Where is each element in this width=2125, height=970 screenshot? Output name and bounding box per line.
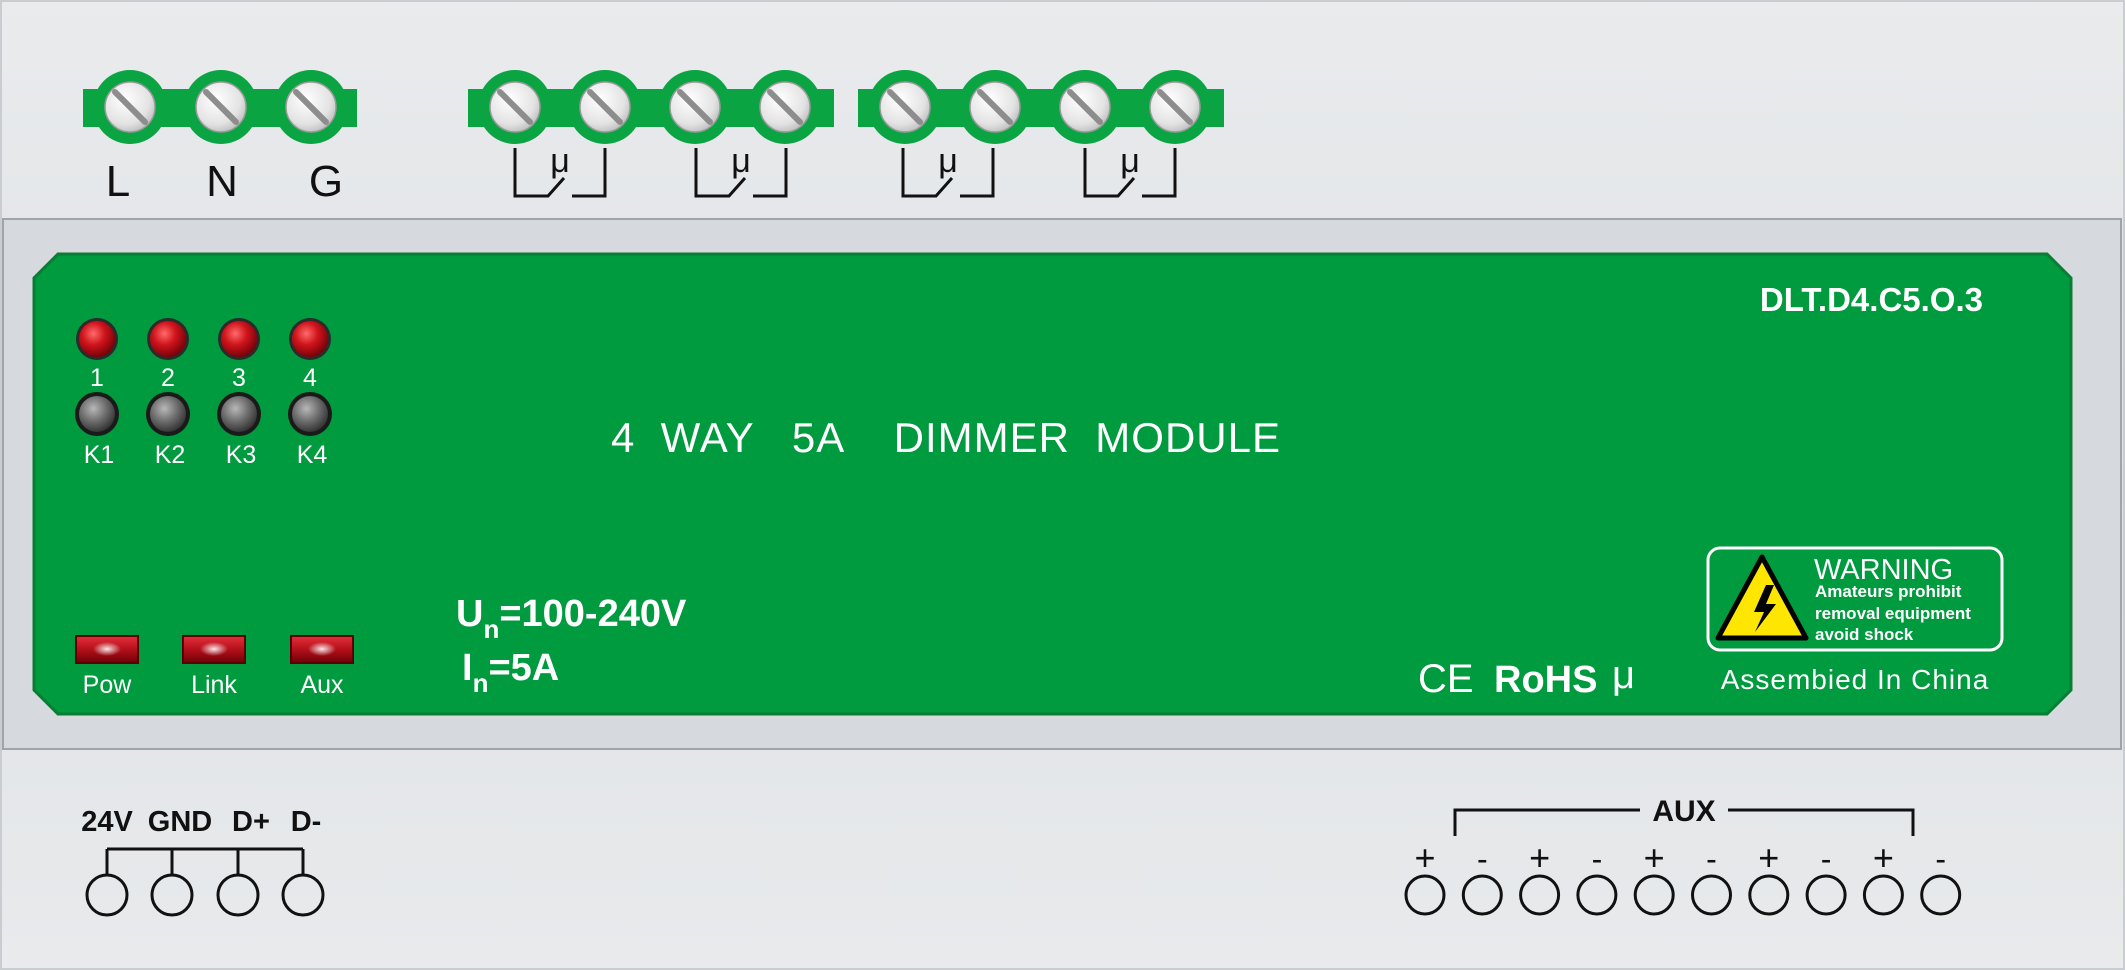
green-panel: [32, 252, 2073, 716]
cert-mark: μ: [1612, 653, 1635, 697]
terminal-label-g: G: [309, 157, 343, 206]
channel-led-label: 2: [161, 364, 175, 392]
warning-frame: [1706, 546, 2004, 652]
channel-led-group: 1 2 3 4K1 K2 K3 K4: [75, 318, 332, 469]
relay-terminal-b-screw-3-icon[interactable]: [1048, 70, 1122, 144]
status-led-link: [182, 635, 246, 664]
status-led-label: Link: [191, 671, 237, 699]
high-voltage-warning-icon: [1715, 554, 1809, 641]
bus-terminal-1[interactable]: [85, 873, 129, 917]
key-button-k1[interactable]: [75, 392, 119, 436]
status-led-label: Aux: [300, 671, 344, 699]
relay-symbol-label: μ: [938, 142, 958, 180]
aux-terminal-4[interactable]: [1576, 874, 1618, 916]
status-led-pow: [75, 635, 139, 664]
aux-terminal-9[interactable]: [1862, 874, 1904, 916]
aux-polarity-label: -: [1821, 841, 1832, 877]
relay-contact-2-icon: μ: [694, 142, 788, 198]
channel-led-label: 1: [90, 364, 104, 392]
bus-terminal-4[interactable]: [281, 873, 325, 917]
aux-polarity-label: +: [1529, 837, 1550, 878]
relay-contact-1-icon: μ: [513, 142, 607, 198]
aux-polarity-label: +: [1758, 837, 1779, 878]
aux-polarity-label: +: [1873, 837, 1894, 878]
aux-terminal-6[interactable]: [1691, 874, 1732, 916]
terminal-label-n: N: [206, 157, 238, 206]
model-number: DLT.D4.C5.O.3: [1760, 281, 1983, 318]
aux-polarity-label: -: [1935, 841, 1946, 877]
aux-terminal-5[interactable]: [1633, 874, 1675, 916]
channel-led-label: 3: [232, 364, 246, 392]
warning-line-2: removal equipment: [1815, 604, 1971, 623]
bus-terminal-2[interactable]: [150, 873, 194, 917]
power-terminal-screw-3-icon[interactable]: [274, 70, 348, 144]
status-led-aux: [290, 635, 354, 664]
channel-led-1: [76, 318, 118, 360]
key-button-k4[interactable]: [288, 392, 332, 436]
relay-terminal-b-screw-1-icon[interactable]: [868, 70, 942, 144]
status-led-group: Pow Link Aux: [75, 635, 354, 699]
ce-mark: CE: [1418, 657, 1474, 701]
key-button-k3[interactable]: [217, 392, 261, 436]
aux-terminal-7[interactable]: [1748, 874, 1790, 916]
power-terminal-block: [83, 70, 357, 144]
relay-terminal-blocks: [468, 70, 1224, 144]
warning-line-3: avoid shock: [1815, 625, 1914, 644]
key-button-label: K2: [155, 441, 186, 469]
aux-terminal-3[interactable]: [1519, 874, 1561, 916]
aux-terminal-8[interactable]: [1805, 874, 1847, 916]
relay-terminal-a-screw-2-icon[interactable]: [568, 70, 642, 144]
channel-led-4: [289, 318, 331, 360]
bus-terminal-block: 24V GND D+ D-: [81, 806, 325, 917]
relay-terminal-a-screw-1-icon[interactable]: [478, 70, 552, 144]
bus-label-24v: 24V: [81, 806, 133, 838]
aux-terminal-2[interactable]: [1461, 874, 1503, 916]
relay-terminal-a-screw-4-icon[interactable]: [748, 70, 822, 144]
aux-terminal-10[interactable]: [1920, 874, 1962, 916]
bus-label-gnd: GND: [148, 806, 212, 838]
relay-terminal-b-screw-2-icon[interactable]: [958, 70, 1032, 144]
relay-terminal-b-screw-4-icon[interactable]: [1138, 70, 1212, 144]
aux-polarity-label: -: [1477, 841, 1488, 877]
bus-label-d-minus: D-: [291, 806, 322, 838]
warning-line-1: Amateurs prohibit: [1815, 582, 1962, 601]
power-terminal-screw-1-icon[interactable]: [93, 70, 167, 144]
assembled-in-label: Assembied In China: [1721, 664, 1990, 695]
warning-label: WARNING Amateurs prohibit removal equipm…: [1706, 546, 2004, 652]
relay-terminal-a-screw-3-icon[interactable]: [658, 70, 732, 144]
relay-contact-4-icon: μ: [1083, 142, 1177, 198]
bus-terminal-3[interactable]: [216, 873, 260, 917]
rated-voltage: Un=100-240V: [456, 593, 687, 644]
power-terminal-screw-2-icon[interactable]: [184, 70, 258, 144]
channel-led-label: 4: [303, 364, 317, 392]
relay-symbol-label: μ: [1120, 142, 1140, 180]
rated-current: In=5A: [462, 647, 559, 698]
warning-title: WARNING: [1814, 554, 1953, 586]
aux-polarity-label: +: [1644, 837, 1665, 878]
terminal-label-l: L: [106, 157, 130, 206]
module-title: 4 WAY 5A DIMMER MODULE: [611, 414, 1281, 461]
aux-polarity-label: -: [1592, 841, 1603, 877]
relay-contact-3-icon: μ: [901, 142, 995, 198]
aux-terminal-1[interactable]: [1404, 874, 1446, 916]
key-button-k2[interactable]: [146, 392, 190, 436]
channel-led-2: [147, 318, 189, 360]
aux-polarity-label: -: [1706, 841, 1717, 877]
key-button-label: K1: [84, 441, 115, 469]
aux-terminal-block: AUX + - + - + - + - + -: [1404, 795, 1962, 916]
aux-polarity-label: +: [1414, 837, 1435, 878]
channel-led-3: [218, 318, 260, 360]
aux-label: AUX: [1652, 795, 1715, 828]
relay-symbol-label: μ: [550, 142, 570, 180]
relay-symbol-label: μ: [731, 142, 751, 180]
bus-label-d-plus: D+: [232, 806, 270, 838]
key-button-label: K3: [226, 441, 257, 469]
key-button-label: K4: [297, 441, 328, 469]
status-led-label: Pow: [83, 671, 133, 699]
rohs-mark: RoHS: [1494, 659, 1597, 701]
